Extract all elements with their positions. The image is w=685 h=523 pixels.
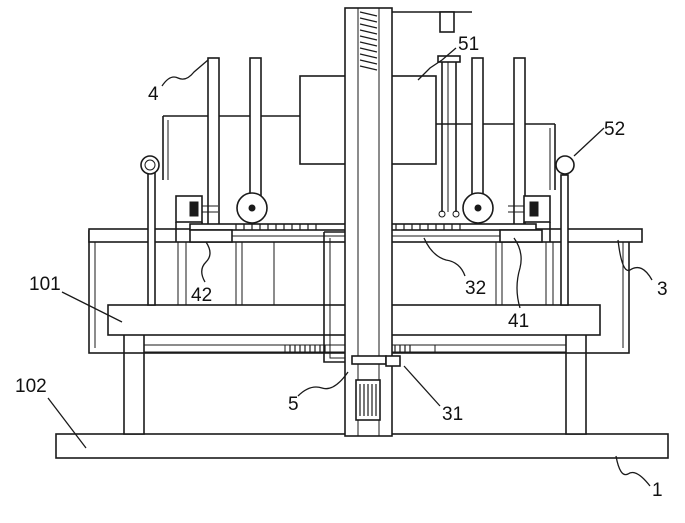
leader-3 <box>617 239 653 281</box>
leader-52 <box>573 127 605 157</box>
leg-left <box>123 333 145 435</box>
rod-51-cap <box>437 55 461 63</box>
leader-41 <box>513 237 522 309</box>
leg-right <box>565 333 587 435</box>
label-3: 3 <box>657 279 668 300</box>
top-cylinder <box>439 11 455 33</box>
rack-strip <box>284 344 436 354</box>
column-screw <box>359 11 378 71</box>
left-pulley-hub <box>144 159 156 171</box>
label-1: 1 <box>652 480 663 501</box>
slide-block-left <box>189 229 233 243</box>
rod-51-tip-a <box>438 210 446 218</box>
label-102: 102 <box>15 376 47 397</box>
leader-31 <box>403 365 441 407</box>
right-motor <box>508 195 551 242</box>
lower-gear-hatch <box>359 384 377 416</box>
label-4: 4 <box>148 84 159 105</box>
leader-5 <box>297 371 349 397</box>
central-column <box>344 7 393 437</box>
motor-31-housing <box>385 355 401 367</box>
base-plate <box>55 433 669 459</box>
slide-block-right <box>499 229 543 243</box>
leader-51 <box>417 47 457 81</box>
leader-101 <box>61 291 123 323</box>
label-41: 41 <box>508 311 529 332</box>
guide-post-1 <box>207 57 220 231</box>
label-51: 51 <box>458 34 479 55</box>
slide-hatch <box>235 224 461 230</box>
left-pulley <box>140 155 160 175</box>
left-motor <box>175 195 218 242</box>
guide-post-2 <box>249 57 262 199</box>
label-32: 32 <box>465 278 486 299</box>
label-31: 31 <box>442 404 463 425</box>
right-wheel-hub <box>474 204 482 212</box>
label-101: 101 <box>29 274 61 295</box>
label-42: 42 <box>191 285 212 306</box>
leader-32 <box>423 237 466 277</box>
label-52: 52 <box>604 119 625 140</box>
leader-4 <box>161 59 209 87</box>
drive-bracket <box>323 232 345 363</box>
label-5: 5 <box>288 394 299 415</box>
right-rod <box>560 174 569 306</box>
leader-1 <box>615 455 651 487</box>
leader-102 <box>47 397 87 449</box>
right-pulley <box>555 155 575 175</box>
rod-51-tip-b <box>452 210 460 218</box>
left-rod <box>147 169 156 306</box>
lower-motor <box>351 355 387 365</box>
leader-42 <box>201 241 211 283</box>
drive-bracket-inner <box>329 238 345 359</box>
guide-post-3 <box>471 57 484 199</box>
left-wheel-hub <box>248 204 256 212</box>
